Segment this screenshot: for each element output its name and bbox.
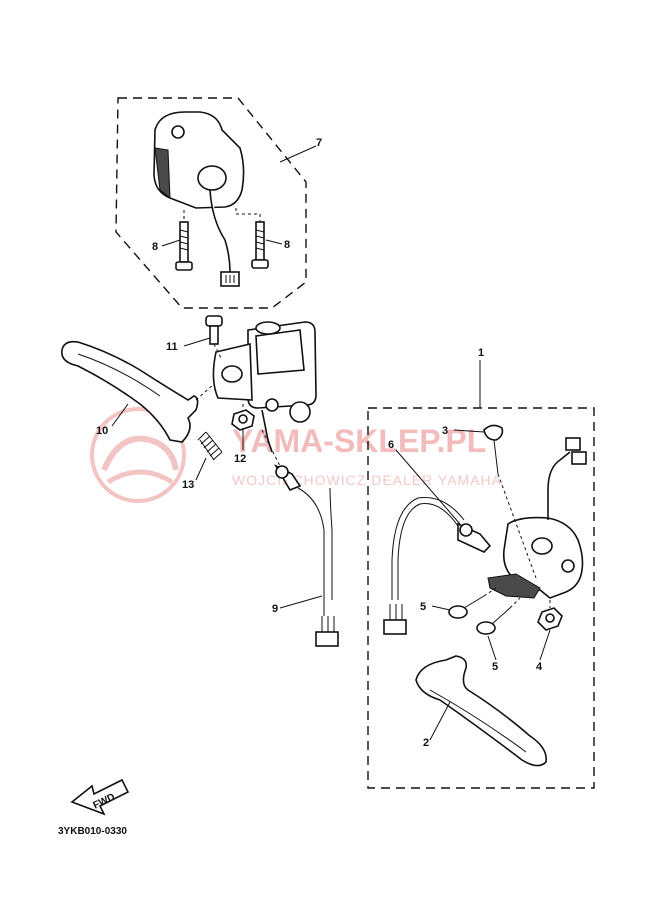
callout-1: 1	[478, 347, 484, 359]
callout-2: 2	[423, 737, 429, 749]
brake-lever-10	[61, 340, 215, 443]
brake-switch-cable-9	[273, 464, 339, 647]
handlebar-switch-right	[487, 437, 587, 599]
screw-3	[483, 424, 537, 579]
spring-13	[197, 431, 223, 461]
watermark-subtitle: WOJCIECHOWICZ DEALER YAMAHA	[232, 472, 502, 488]
screw-8-left	[175, 210, 193, 271]
callout-5-upper: 5	[420, 601, 426, 613]
callout-12: 12	[234, 453, 246, 465]
callout-9: 9	[272, 603, 278, 615]
nut-12	[231, 404, 255, 431]
screw-5-upper	[448, 587, 497, 619]
callout-10: 10	[96, 425, 108, 437]
diagram-code: 3YKB010-0330	[58, 826, 127, 837]
screw-5-lower	[476, 597, 521, 635]
callout-6: 6	[388, 439, 394, 451]
callout-4: 4	[536, 661, 543, 673]
handlebar-switch-housing	[153, 111, 245, 287]
callout-7: 7	[316, 137, 322, 149]
brake-master-cylinder	[212, 321, 317, 471]
callout-13: 13	[182, 479, 194, 491]
watermark-title: YAMA-SKLEP.PL	[232, 423, 486, 459]
callout-8-left: 8	[152, 241, 158, 253]
callout-11: 11	[166, 341, 178, 353]
bolt-11	[205, 315, 223, 361]
switch-group-box	[367, 407, 595, 789]
front-brake-switch-6	[383, 496, 492, 635]
screw-8-right	[235, 208, 269, 269]
callout-8-right: 8	[284, 239, 290, 251]
fwd-arrow-icon: FWD	[70, 778, 130, 816]
leader-lines	[111, 145, 551, 741]
callout-3: 3	[442, 425, 448, 437]
watermark: YAMA-SKLEP.PL WOJCIECHOWICZ DEALER YAMAH…	[90, 407, 502, 503]
clutch-lever-2	[415, 655, 547, 767]
callout-5-lower: 5	[492, 661, 498, 673]
callout-numbers: 1 2 3 4 5 5 6 7 8 8 9 10 11 12 13	[96, 137, 543, 749]
nut-4	[537, 600, 563, 631]
switch-assembly-group-box	[115, 97, 307, 309]
